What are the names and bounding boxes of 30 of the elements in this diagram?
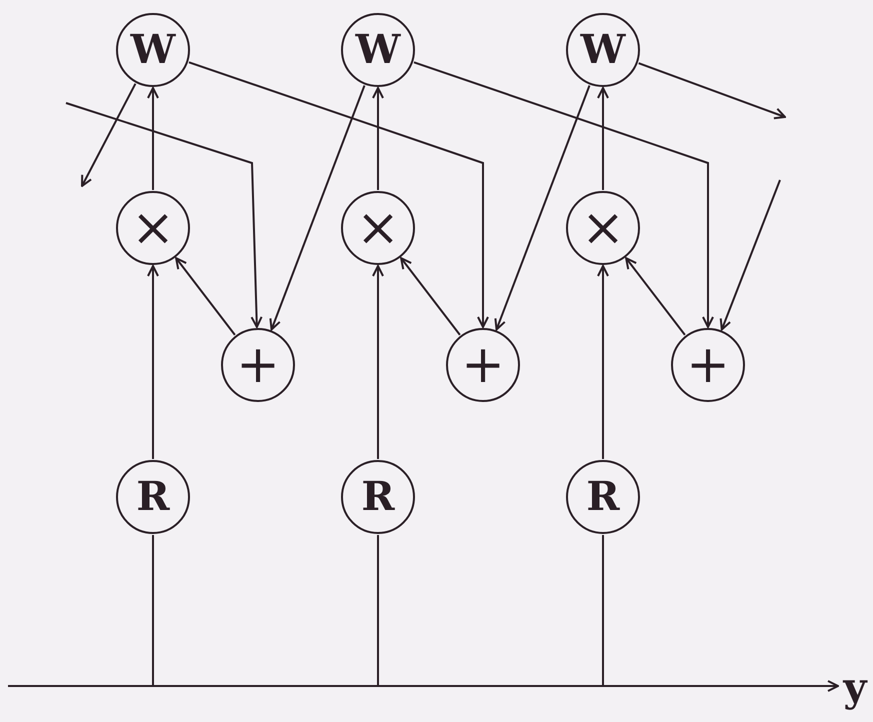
- arrow: [8, 680, 839, 692]
- arrow: [372, 265, 384, 459]
- register-node: R: [116, 460, 190, 534]
- arrow: [175, 257, 236, 336]
- arrow: [720, 180, 781, 331]
- arrow: [625, 257, 686, 336]
- arrow: [597, 265, 609, 459]
- arrow: [597, 87, 609, 190]
- arrow: [188, 61, 489, 328]
- weight-node: W: [341, 13, 415, 87]
- register-node: R: [341, 460, 415, 534]
- sum-node: +: [671, 328, 745, 402]
- arrow: [494, 85, 590, 330]
- multiply-node: ×: [116, 191, 190, 265]
- arrow: [400, 257, 461, 336]
- sum-node: +: [446, 328, 520, 402]
- arrow: [81, 83, 136, 187]
- weight-node: W: [566, 13, 640, 87]
- arrow: [269, 85, 366, 330]
- multiply-node: ×: [566, 191, 640, 265]
- arrow: [147, 87, 159, 190]
- weight-node: W: [116, 13, 190, 87]
- arrow: [66, 102, 263, 328]
- multiply-node: ×: [341, 191, 415, 265]
- register-node: R: [566, 460, 640, 534]
- arrow: [372, 87, 384, 190]
- arrow: [147, 265, 159, 459]
- arrow: [638, 62, 786, 120]
- arrow: [414, 61, 714, 328]
- sum-node: +: [221, 328, 295, 402]
